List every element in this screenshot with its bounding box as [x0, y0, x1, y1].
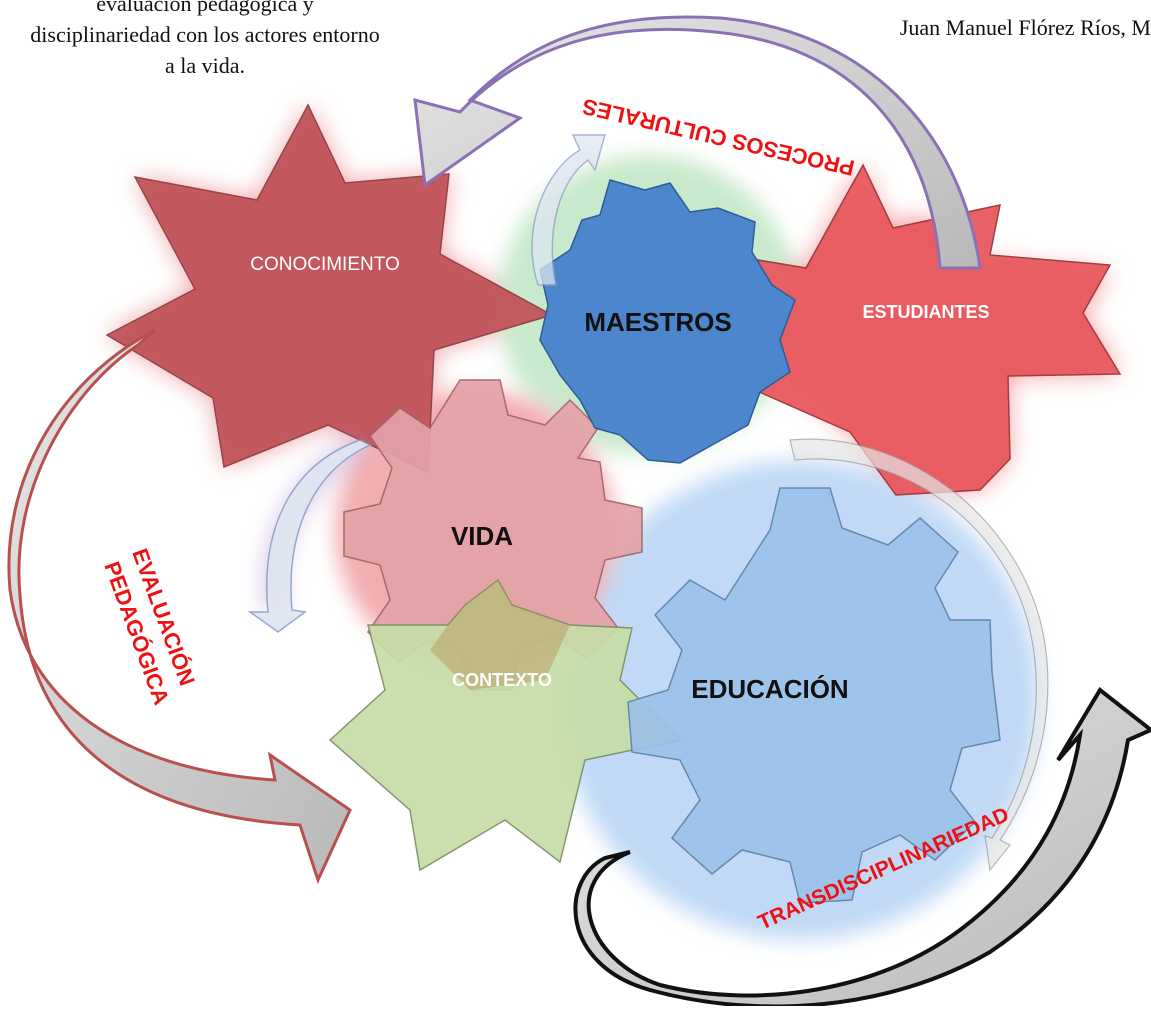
vida-small-arrow-body [247, 439, 372, 633]
contexto-node: CONTEXTO [328, 578, 682, 872]
educacion-label: EDUCACIÓN [691, 674, 848, 704]
caption-line-1: evaluación pedagógica y [96, 0, 314, 16]
estudiantes-thin-arrow-body [789, 438, 1049, 872]
conocimiento-node: CONOCIMIENTO [105, 103, 554, 474]
maestros-small-arrow [531, 134, 606, 286]
contexto-label: CONTEXTO [452, 670, 552, 690]
procesos-arrow-body [413, 15, 982, 270]
maestros-label: MAESTROS [584, 307, 731, 337]
figure-caption: evaluación pedagógica y disciplinariedad… [0, 0, 440, 81]
educacion-node: EDUCACIÓN [627, 487, 1001, 904]
evaluacion-arrow-body [7, 328, 352, 885]
estudiantes-node: ESTUDIANTES [730, 163, 1122, 496]
conocimiento-star [105, 103, 554, 474]
author-name: Juan Manuel Flórez Ríos, M [899, 15, 1151, 40]
vida-label: VIDA [451, 521, 513, 551]
caption-line-2: disciplinariedad con los actores entorno [30, 22, 380, 47]
estudiantes-thin-arrow [789, 438, 1049, 872]
estudiantes-star [730, 163, 1122, 496]
maestros-small-arrow-body [531, 134, 606, 286]
caption-line-3: a la vida. [164, 53, 246, 78]
conocimiento-label: CONOCIMIENTO [250, 254, 400, 275]
vida-small-arrow [247, 433, 372, 633]
contexto-overlap [430, 580, 570, 690]
estudiantes-label: ESTUDIANTES [862, 302, 989, 322]
educacion-gear [627, 487, 1001, 904]
transdisciplinariedad-arrow-body [573, 687, 1151, 1009]
